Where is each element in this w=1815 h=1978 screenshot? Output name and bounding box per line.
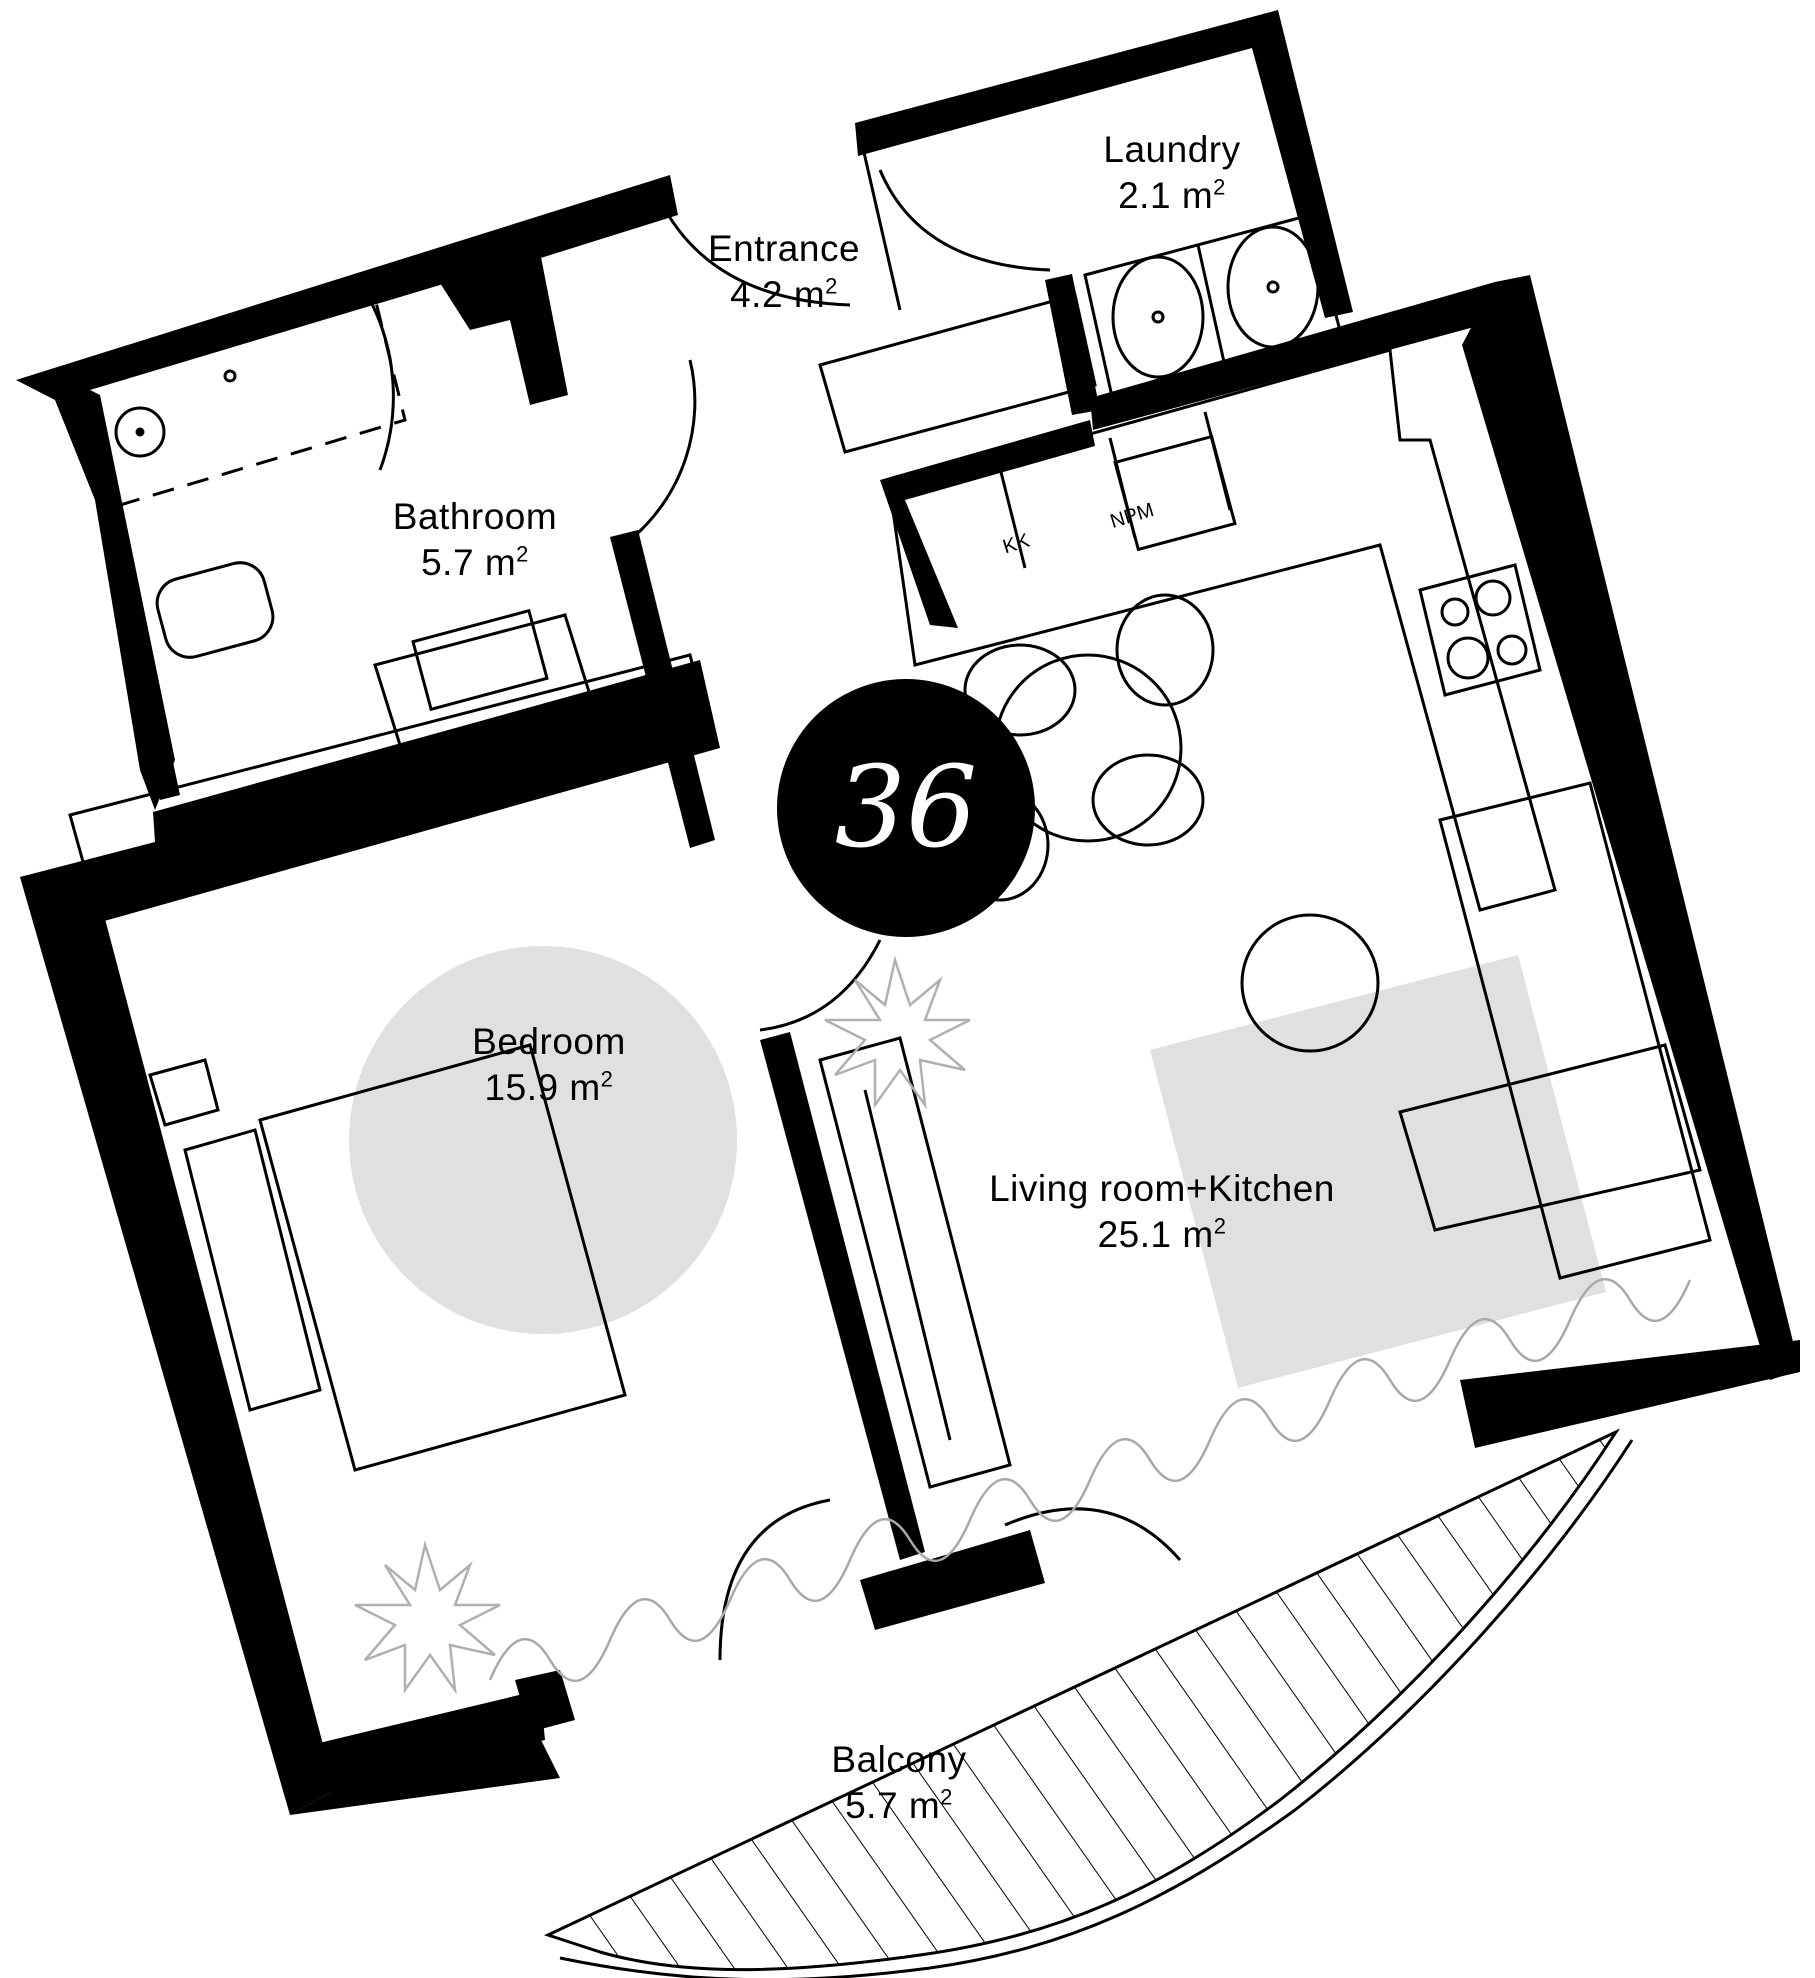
plants [354, 955, 971, 1695]
room-area: 25.1 m2 [1097, 1213, 1227, 1256]
fixtures [68, 134, 1712, 1661]
bedroom-rug [349, 946, 737, 1334]
room-area: 4.2 m2 [730, 273, 838, 316]
room-label-laundry: Laundry 2.1 m2 [1103, 127, 1240, 220]
room-label-balcony: Balcony 5.7 m2 [831, 1737, 966, 1830]
balcony-area [543, 1428, 1634, 1978]
room-name: Bathroom [392, 496, 558, 537]
room-area: 15.9 m2 [484, 1066, 614, 1109]
room-label-bedroom: Bedroom 15.9 m2 [472, 1019, 626, 1112]
unit-number-badge: 36 [777, 679, 1035, 937]
room-name: Balcony [831, 1739, 967, 1780]
walls [16, 10, 1800, 1815]
room-name: Bedroom [472, 1021, 626, 1062]
room-area: 2.1 m2 [1118, 174, 1226, 217]
room-area: 5.7 m2 [845, 1784, 953, 1827]
room-area: 5.7 m2 [421, 541, 529, 584]
room-label-living-kitchen: Living room+Kitchen 25.1 m2 [989, 1166, 1335, 1259]
room-name: Laundry [1103, 129, 1241, 170]
curtains [488, 1278, 1692, 1682]
living-rug [1150, 955, 1606, 1388]
room-name: Living room+Kitchen [989, 1168, 1335, 1209]
room-name: Entrance [707, 228, 861, 269]
room-label-entrance: Entrance 4.2 m2 [708, 226, 860, 319]
room-label-bathroom: Bathroom 5.7 m2 [393, 494, 557, 587]
